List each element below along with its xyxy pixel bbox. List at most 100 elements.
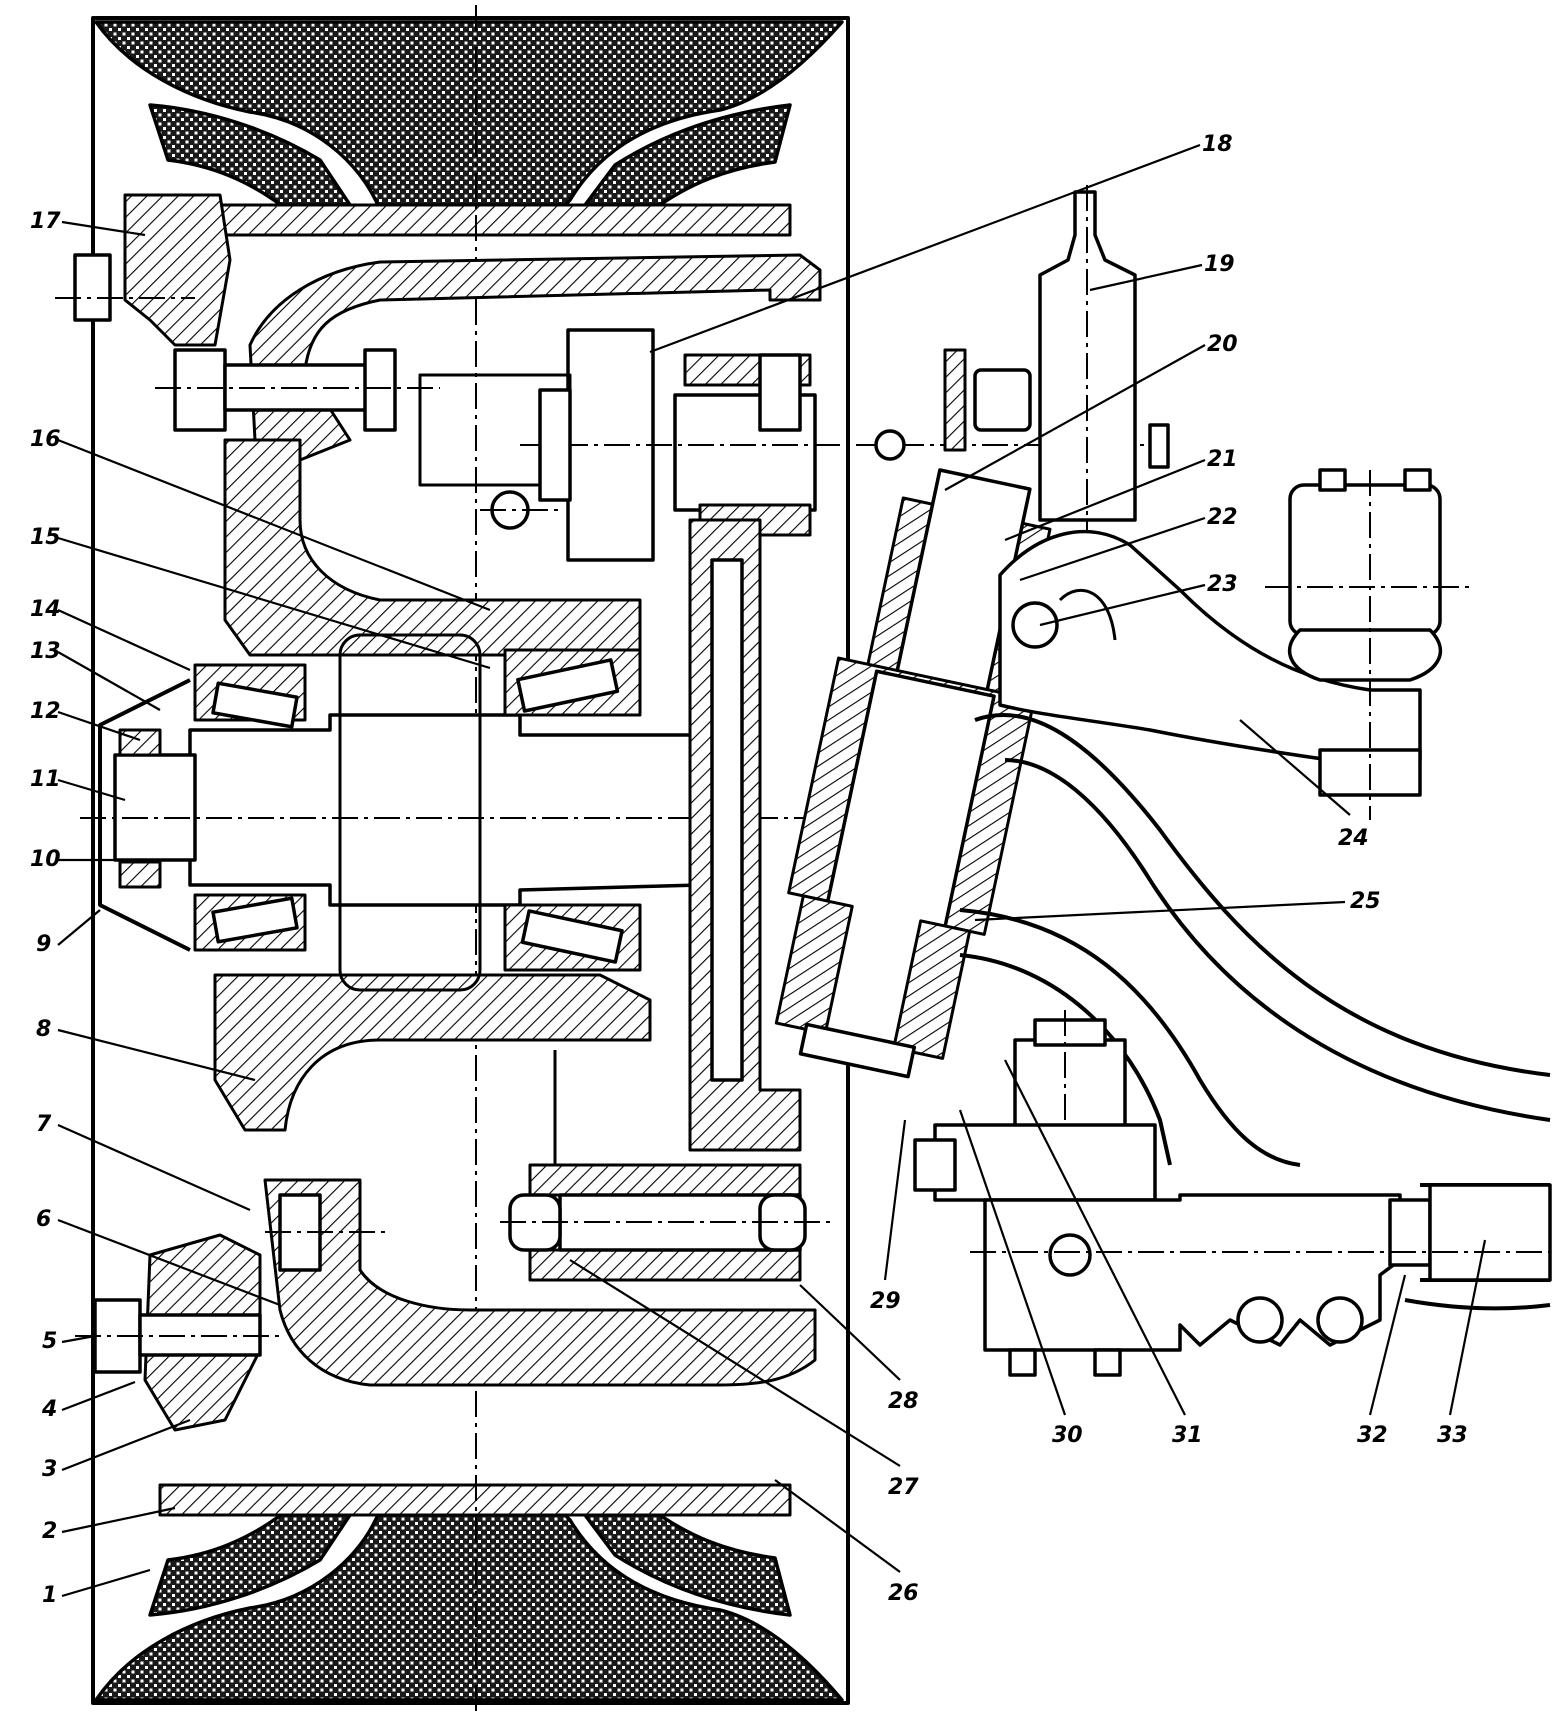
tie-rod-bolt-right	[1093, 1348, 1122, 1377]
callout-21: 21	[1207, 447, 1238, 472]
clamp-lower-bolt	[138, 1313, 262, 1357]
upright-nut	[1148, 423, 1170, 469]
lower-brake-shaft	[500, 1050, 830, 1282]
callout-6: 6	[36, 1207, 51, 1232]
tie-rod-ball	[1048, 1233, 1092, 1277]
air-spring-bolt-left	[1318, 468, 1347, 492]
upper-arm-and-air-spring	[998, 468, 1475, 820]
axle-shaft	[188, 713, 702, 907]
brake-valve-cap	[1033, 1018, 1107, 1047]
callout-16: 16	[30, 427, 61, 452]
callout-24: 24	[1338, 826, 1369, 851]
housing-lower	[263, 1178, 817, 1387]
tie-rod-boss-left	[1236, 1296, 1284, 1344]
air-spring-body	[1288, 483, 1442, 637]
hub-body-lower	[213, 973, 652, 1132]
tyre-lower-bead-right	[583, 1506, 792, 1617]
callout-14: 14	[30, 597, 61, 622]
callout-18: 18	[1202, 132, 1233, 157]
upper-bolt-head	[538, 388, 572, 502]
callout-23: 23	[1207, 572, 1238, 597]
callout-15: 15	[30, 525, 61, 550]
upper-arm-link	[1058, 589, 1117, 641]
callout-19: 19	[1204, 252, 1235, 277]
tie-rod-bolt-left	[1008, 1348, 1037, 1377]
lock-washer-top	[118, 728, 162, 757]
tyre-upper-bead-right	[583, 103, 792, 214]
tie-rod-nut	[913, 1138, 957, 1192]
clamp-upper-bolt-head	[73, 253, 112, 322]
knuckle-plate	[688, 518, 802, 1152]
air-spring-bellow	[1288, 628, 1442, 682]
callout-22: 22	[1207, 505, 1238, 530]
callout-1: 1	[42, 1583, 57, 1608]
axle-nut	[113, 753, 197, 862]
upper-arm	[998, 529, 1422, 762]
callout-13: 13	[30, 639, 61, 664]
lock-washer-bottom	[118, 860, 162, 889]
callout-10: 10	[30, 847, 61, 872]
rim-clamps	[55, 193, 285, 1432]
hub-cavity	[338, 633, 482, 992]
knuckle-slot	[710, 558, 744, 1082]
callout-27: 27	[888, 1475, 919, 1500]
hub-body-upper	[223, 438, 642, 657]
wheel	[91, 5, 850, 1712]
upright-column	[1038, 185, 1170, 620]
grease-fitting	[874, 429, 906, 461]
kingpin-lower-bushing-right	[892, 919, 972, 1060]
callout-17: 17	[30, 209, 61, 234]
callout-29: 29	[870, 1289, 901, 1314]
cross-rod	[1428, 1183, 1552, 1282]
callout-12: 12	[30, 699, 61, 724]
flange-bolt-upper	[173, 348, 227, 432]
callout-30: 30	[1052, 1423, 1083, 1448]
steering-knuckle	[688, 348, 1052, 1152]
lower-arm-inner	[1004, 758, 1551, 1122]
flange-nut-upper	[363, 348, 397, 432]
clamp-upper	[123, 193, 232, 347]
callout-28: 28	[888, 1389, 919, 1414]
callout-31: 31	[1172, 1423, 1203, 1448]
callout-7: 7	[36, 1112, 52, 1137]
upper-mechanism	[418, 328, 1160, 562]
callout-9: 9	[36, 932, 51, 957]
axle-shaft-assembly	[80, 633, 900, 992]
air-spring-bolt-right	[1403, 468, 1432, 492]
kingpin-upper-nut	[973, 368, 1032, 432]
tyre-lower-bead-left	[148, 1506, 352, 1617]
callout-3: 3	[42, 1457, 57, 1482]
kingpin-lock-plate	[943, 348, 967, 452]
brake-shaft-housing-top	[528, 1163, 802, 1197]
lower-arm-lower-edge	[959, 908, 1301, 1167]
lower-right-assembly	[913, 1010, 1552, 1377]
hub-housing	[155, 253, 822, 1387]
inner-bearing-roller-bottom	[520, 909, 624, 964]
lower-arm-outer	[974, 713, 1551, 1077]
tie-rod-end	[983, 1193, 1402, 1352]
callout-25: 25	[1350, 889, 1381, 914]
brake-shaft-housing-bottom	[528, 1248, 802, 1282]
tie-rod-clamp	[1388, 1198, 1432, 1267]
outer-bearing-roller-top	[211, 681, 299, 729]
housing-upper	[248, 253, 822, 462]
tyre-upper-bead-left	[148, 103, 352, 214]
callout-labels: 1 2 3 4 5 6 7 8 9 10 11 12 13 14 15 16 1…	[30, 132, 1468, 1608]
kingpin-lower-bushing-left	[774, 894, 854, 1035]
upper-nut	[758, 353, 802, 432]
callout-26: 26	[888, 1581, 919, 1606]
lower-arm-under	[959, 953, 1172, 1166]
callout-32: 32	[1357, 1423, 1388, 1448]
callout-11: 11	[30, 767, 61, 792]
upper-arm-pivot	[1011, 601, 1059, 649]
callout-20: 20	[1207, 332, 1238, 357]
outer-bearing-roller-bottom	[211, 896, 299, 944]
callout-33: 33	[1437, 1423, 1468, 1448]
callout-5: 5	[42, 1329, 57, 1354]
callout-8: 8	[36, 1017, 51, 1042]
tie-rod-boss-right	[1316, 1296, 1364, 1344]
callout-4: 4	[41, 1397, 57, 1422]
inner-bearing-roller-top	[516, 658, 620, 713]
leader-lines	[57, 143, 1487, 1598]
